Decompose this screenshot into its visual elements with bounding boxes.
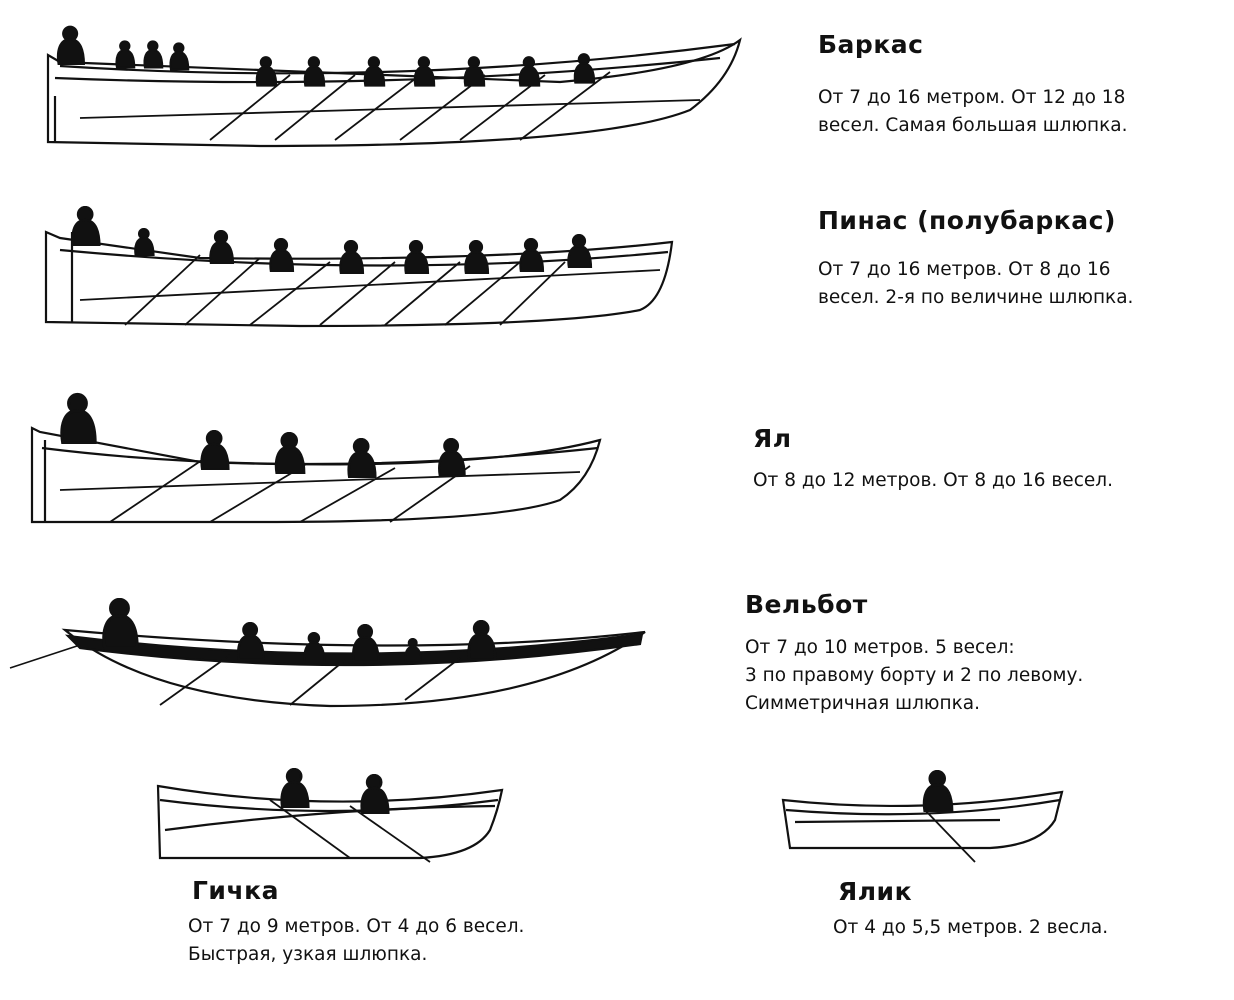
rower-silhouette [360, 774, 390, 814]
boat-title-yal: Ял [753, 424, 792, 453]
rower-silhouette [403, 240, 430, 274]
rower-silhouette [134, 228, 155, 256]
rower-silhouette [924, 771, 952, 812]
description-line: От 4 до 5,5 метров. 2 весла. [833, 917, 1109, 938]
description-line: 3 по правому борту и 2 по левому. [745, 665, 1084, 686]
boat-description-velbot: От 7 до 10 метров. 5 весел: 3 по правому… [745, 634, 1083, 718]
rower-silhouette [169, 42, 190, 71]
rower-silhouette [71, 206, 101, 246]
rower-silhouette [56, 25, 86, 65]
velbot-boat [9, 599, 646, 708]
rower-silhouette [573, 53, 596, 84]
rower-silhouette [303, 56, 326, 87]
rower-silhouette [437, 438, 466, 476]
rower-silhouette [60, 392, 97, 444]
rower-silhouette [363, 56, 386, 87]
boat-description-yalik: От 4 до 5,5 метров. 2 весла. [833, 914, 1108, 942]
rower-silhouette [338, 240, 365, 274]
boat-description-gichka: От 7 до 9 метров. От 4 до 6 весел. Быстр… [188, 913, 524, 969]
boat-description-barkas: От 7 до 16 метром. От 12 до 18 весел. Са… [818, 84, 1128, 140]
rower-silhouette [274, 432, 306, 474]
boat-title-gichka: Гичка [192, 876, 279, 905]
rower-silhouette [115, 40, 136, 69]
boat-title-pinas: Пинас (полубаркас) [818, 206, 1116, 235]
rower-silhouette [567, 234, 593, 268]
rower-silhouette [347, 438, 377, 478]
rower-silhouette [104, 599, 137, 648]
rower-silhouette [469, 621, 496, 660]
boat-description-pinas: От 7 до 16 метров. От 8 до 16 весел. 2-я… [818, 256, 1133, 312]
rower-silhouette [255, 56, 278, 87]
rower-silhouette [351, 624, 381, 662]
rower-silhouette [143, 40, 164, 69]
boat-description-yal: От 8 до 12 метров. От 8 до 16 весел. [753, 467, 1113, 495]
rower-silhouette [208, 230, 235, 264]
rower-silhouette [303, 632, 326, 662]
rower-silhouette [463, 240, 490, 274]
description-line: От 7 до 16 метром. От 12 до 18 [818, 87, 1126, 108]
description-line: От 7 до 16 метров. От 8 до 16 [818, 259, 1111, 280]
rower-silhouette [518, 238, 545, 272]
barkas-boat [46, 25, 742, 148]
yalik-boat [781, 771, 1064, 863]
description-line: От 8 до 12 метров. От 8 до 16 весел. [753, 470, 1113, 491]
boat-title-yalik: Ялик [838, 877, 913, 906]
description-line: весел. 2-я по величине шлюпка. [818, 287, 1134, 308]
boat-title-barkas: Баркас [818, 30, 924, 59]
rower-silhouette [200, 430, 230, 470]
gichka-boat [156, 768, 504, 863]
boat-title-velbot: Вельбот [745, 590, 868, 619]
rower-silhouette [280, 768, 310, 808]
rower-silhouette [404, 638, 423, 662]
pinas-boat [44, 206, 674, 328]
rower-silhouette [518, 56, 541, 87]
description-line: весел. Самая большая шлюпка. [818, 115, 1128, 136]
rower-silhouette [268, 238, 295, 272]
rower-silhouette [463, 56, 486, 87]
rower-silhouette [236, 622, 266, 660]
description-line: Быстрая, узкая шлюпка. [188, 944, 428, 965]
rower-silhouette [413, 56, 436, 87]
description-line: От 7 до 9 метров. От 4 до 6 весел. [188, 916, 525, 937]
yal-boat [30, 392, 602, 524]
description-line: От 7 до 10 метров. 5 весел: [745, 637, 1015, 658]
description-line: Симметричная шлюпка. [745, 693, 980, 714]
